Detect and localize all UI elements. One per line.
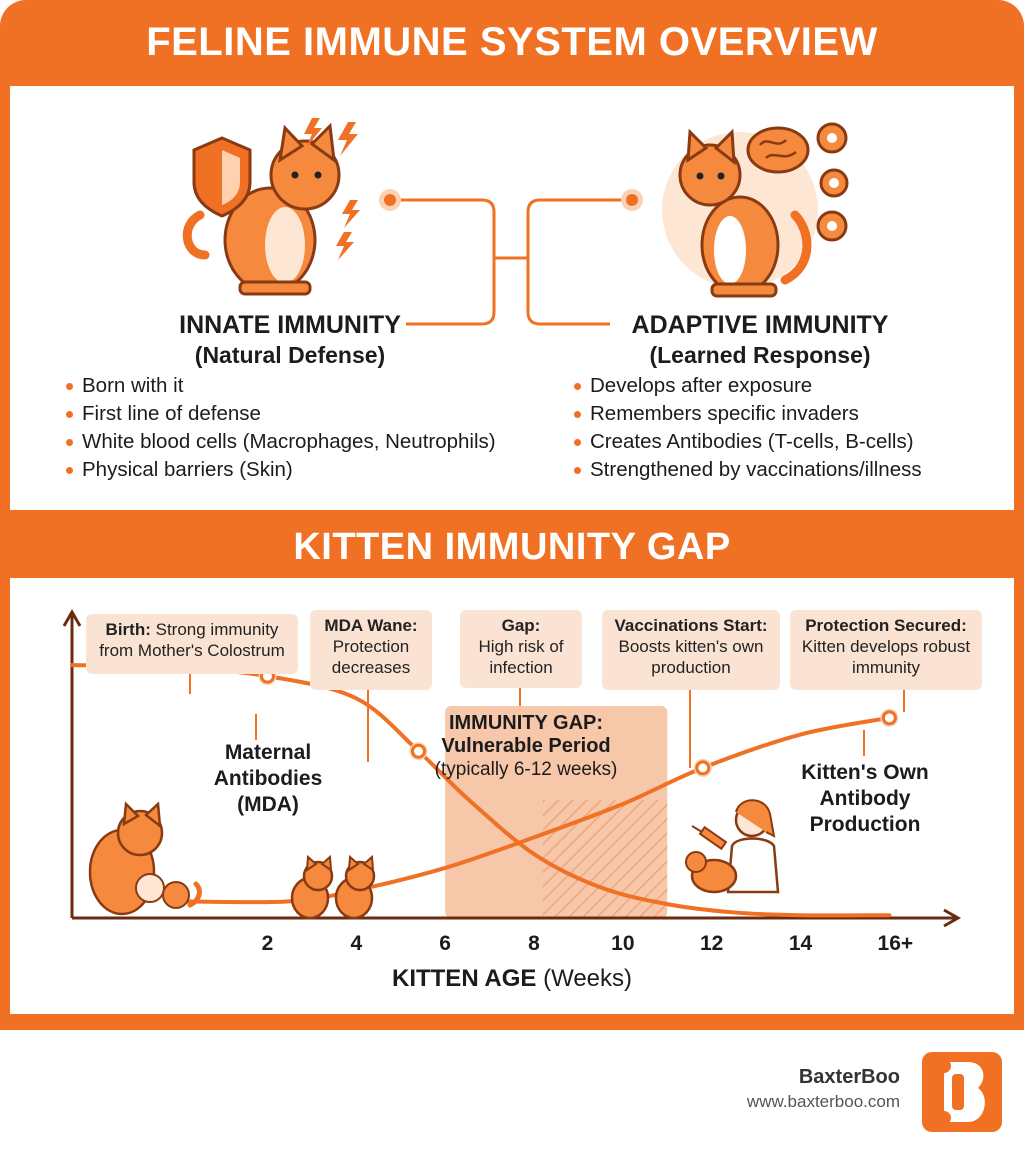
brain-icon (746, 126, 810, 174)
adaptive-heading: ADAPTIVE IMMUNITY (Learned Response) (560, 310, 960, 370)
curve-marker (695, 760, 711, 776)
adaptive-point: Strengthened by vaccinations/illness (572, 456, 922, 484)
callout-vaccinations: Vaccinations Start: Boosts kitten's own … (602, 610, 780, 690)
callout-protection-text: Kitten develops robust immunity (801, 637, 971, 677)
callout-gap-text: High risk of infection (478, 637, 564, 677)
kitten-curve-label: Kitten's Own Antibody Production (801, 761, 929, 836)
y-axis-arrow (62, 608, 82, 627)
adaptive-point: Creates Antibodies (T-cells, B-cells) (572, 428, 922, 456)
callout-vaccinations-head: Vaccinations Start: (614, 616, 768, 635)
gap-box-line3: (typically 6-12 weeks) (434, 759, 618, 780)
x-tick-label: 16+ (877, 932, 914, 955)
x-tick-label: 12 (699, 932, 724, 955)
x-tick-label: 8 (528, 932, 540, 955)
x-tick-label: 10 (611, 932, 635, 955)
x-tick-label: 14 (788, 932, 813, 955)
callout-birth-text: Strong immunity from Mother's Colostrum (99, 620, 285, 660)
brand-logo (922, 1052, 1002, 1132)
callout-vaccinations-text: Boosts kitten's own production (618, 637, 764, 677)
callout-mda-wane-head: MDA Wane: (324, 616, 418, 635)
callout-protection-head: Protection Secured: (805, 616, 967, 635)
lightning-icon (304, 118, 360, 260)
gap-section-title: KITTEN IMMUNITY GAP (293, 526, 731, 568)
x-tick-label: 6 (439, 932, 451, 955)
x-axis-label: KITTEN AGE (Weeks) (0, 965, 1024, 993)
innate-title: INNATE IMMUNITY (179, 311, 401, 339)
maternal-curve-label: Maternal Antibodies (MDA) (213, 741, 323, 816)
innate-point: Physical barriers (Skin) (64, 456, 496, 484)
callout-birth-head: Birth: (105, 620, 151, 639)
curve-marker (410, 743, 426, 759)
adaptive-title: ADAPTIVE IMMUNITY (631, 311, 889, 339)
callout-gap: Gap: High risk of infection (460, 610, 582, 688)
overview-illustrations (182, 118, 849, 326)
veterinarian-icon (685, 799, 780, 894)
kittens-icon (290, 854, 376, 920)
page-title: FELINE IMMUNE SYSTEM OVERVIEW (146, 20, 878, 64)
gap-box-label: IMMUNITY GAP: Vulnerable Period (typical… (400, 712, 652, 781)
overview-panel (10, 86, 1014, 510)
callout-mda-wane-text: Protection decreases (331, 637, 411, 677)
innate-subtitle: (Natural Defense) (194, 342, 386, 368)
gap-box-line2: Vulnerable Period (441, 735, 611, 757)
x-axis-label-unit: (Weeks) (543, 965, 633, 992)
x-axis-arrow (943, 908, 962, 928)
shield-icon (192, 136, 252, 218)
mother-cat-icon (88, 801, 202, 916)
adaptive-points: Develops after exposure Remembers specif… (572, 372, 922, 484)
callout-gap-head: Gap: (501, 616, 541, 635)
x-tick-label: 2 (261, 932, 274, 955)
innate-point: White blood cells (Macrophages, Neutroph… (64, 428, 496, 456)
adaptive-point: Develops after exposure (572, 372, 922, 400)
innate-point: Born with it (64, 372, 496, 400)
bone-logo-icon (937, 1059, 985, 1125)
innate-point: First line of defense (64, 400, 496, 428)
x-tick-label: 4 (350, 932, 363, 955)
callout-mda-wane: MDA Wane: Protection decreases (310, 610, 432, 690)
innate-cat-icon (182, 122, 341, 296)
brand-name: BaxterBoo (798, 1066, 900, 1088)
innate-points: Born with it First line of defense White… (64, 372, 496, 484)
adaptive-subtitle: (Learned Response) (649, 342, 871, 368)
brand-block: BaxterBoo www.baxterboo.com (747, 1066, 900, 1112)
innate-adaptive-connector (398, 198, 630, 326)
x-axis-label-bold: KITTEN AGE (391, 965, 537, 992)
adaptive-cat-icon (678, 128, 812, 298)
immunity-gap-chart (62, 608, 962, 928)
callout-leaders (189, 672, 905, 768)
callout-protection: Protection Secured: Kitten develops robu… (790, 610, 982, 690)
syringe-icon (691, 825, 728, 851)
brand-url[interactable]: www.baxterboo.com (746, 1092, 900, 1111)
callout-birth: Birth: Strong immunity from Mother's Col… (86, 614, 298, 674)
innate-heading: INNATE IMMUNITY (Natural Defense) (100, 310, 480, 370)
curve-marker (881, 710, 897, 726)
gap-box-title: IMMUNITY GAP: (448, 712, 604, 734)
adaptive-point: Remembers specific invaders (572, 400, 922, 428)
